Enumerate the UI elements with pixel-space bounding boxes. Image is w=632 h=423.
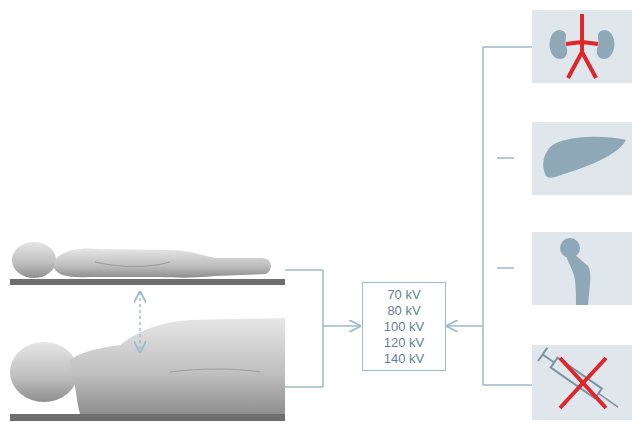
kv-box: 70 kV80 kV100 kV120 kV140 kV — [362, 282, 446, 371]
right-bracket — [447, 47, 532, 385]
child-head — [12, 242, 56, 278]
table-bed — [10, 414, 285, 421]
child-arm — [95, 262, 170, 267]
kv-value: 140 kV — [384, 351, 424, 367]
bone-icon — [532, 232, 632, 305]
bracket-tick — [497, 157, 514, 159]
kv-value: 70 kV — [387, 287, 420, 303]
cross-mark — [560, 358, 606, 408]
table-bed — [10, 279, 285, 285]
left-bracket — [285, 270, 360, 387]
bracket-line — [483, 46, 532, 48]
bracket-arrow — [447, 325, 483, 327]
bracket-tick — [497, 267, 514, 269]
adult-patient — [10, 318, 285, 421]
bracket-line — [285, 269, 323, 271]
kv-value: 80 kV — [387, 303, 420, 319]
bracket-line — [322, 270, 324, 387]
child-patient — [10, 242, 285, 285]
kidney — [550, 30, 568, 59]
kidney — [597, 30, 615, 59]
child-body — [54, 248, 271, 277]
size-range-arrow — [139, 292, 141, 352]
bracket-line — [483, 384, 532, 386]
contrast-icon — [532, 345, 632, 420]
bracket-line — [285, 386, 323, 388]
adult-body — [70, 318, 285, 414]
syringe — [538, 348, 623, 414]
vessels — [566, 14, 598, 78]
adult-arm — [170, 369, 260, 372]
kv-value: 100 kV — [384, 319, 424, 335]
adult-head — [10, 342, 78, 402]
icon-background — [532, 345, 632, 420]
bracket-line — [482, 47, 484, 385]
liver-icon — [532, 122, 632, 195]
kv-value: 120 kV — [384, 335, 424, 351]
icon-background — [532, 122, 632, 195]
bracket-arrow — [323, 325, 360, 327]
liver — [543, 137, 626, 178]
icon-background — [532, 232, 632, 305]
icon-background — [532, 10, 632, 83]
vessel-icon — [532, 10, 632, 83]
femur-shaft — [566, 254, 590, 305]
